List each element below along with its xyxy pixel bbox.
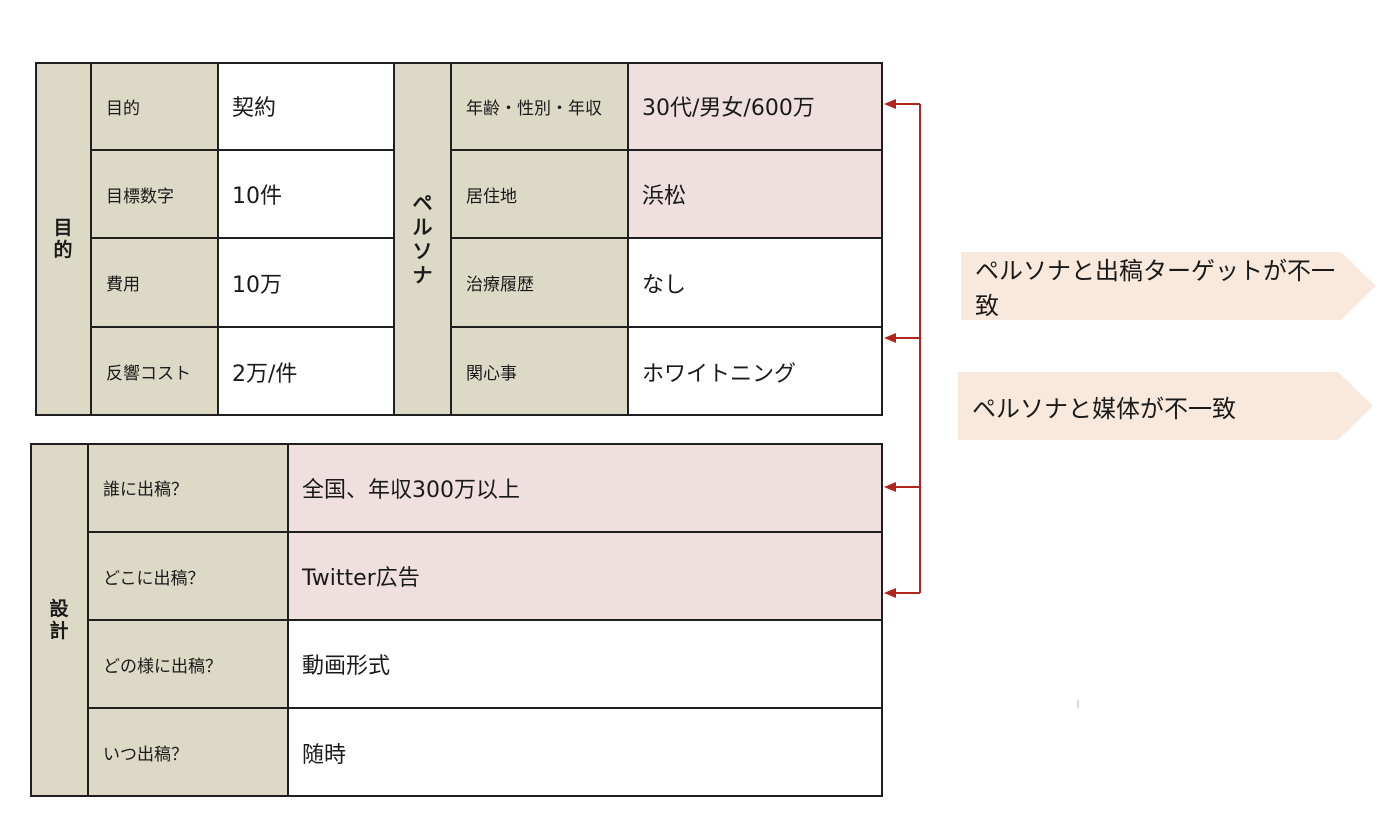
objective-section-label: 目的 (53, 217, 73, 261)
design-section-header: 設計 (30, 443, 88, 797)
grid-line (451, 149, 883, 151)
callout-shape-media-mismatch (958, 372, 1373, 440)
top-table: 目的 目的 目標数字 費用 反響コスト 契約 10件 10万 2万/件 ペルソナ… (35, 62, 883, 416)
design-value-when: 随時 (288, 708, 883, 797)
persona-value-treatment-history: なし (628, 238, 883, 327)
persona-label-interests: 関心事 (451, 327, 628, 416)
objective-label-cost: 費用 (91, 238, 218, 327)
grid-line (450, 62, 452, 416)
grid-line (88, 531, 883, 533)
objective-value-purpose: 契約 (218, 62, 394, 150)
design-value-where: Twitter広告 (288, 532, 883, 620)
persona-label-age-gender-income: 年齢・性別・年収 (451, 62, 628, 150)
design-label-where: どこに出稿？ (88, 532, 288, 620)
objective-value-target-number: 10件 (218, 150, 394, 238)
grid-line (90, 62, 92, 416)
objective-label-target-number: 目標数字 (91, 150, 218, 238)
objective-label-purpose: 目的 (91, 62, 218, 150)
grid-line (451, 237, 883, 239)
grid-line (91, 149, 394, 151)
grid-line (217, 62, 219, 416)
grid-line (88, 619, 883, 621)
persona-label-treatment-history: 治療履歴 (451, 238, 628, 327)
grid-line (91, 237, 394, 239)
design-label-who: 誰に出稿？ (88, 443, 288, 532)
persona-section-header: ペルソナ (394, 62, 451, 416)
grid-line (88, 707, 883, 709)
top-table-border (35, 62, 883, 416)
arrowhead-where (884, 588, 896, 598)
design-value-who: 全国、年収300万以上 (288, 443, 883, 532)
design-table-border (30, 443, 883, 797)
design-label-how: どの様に出稿？ (88, 620, 288, 708)
objective-value-cost: 10万 (218, 238, 394, 327)
grid-line (451, 326, 883, 328)
design-section-label: 設計 (49, 598, 69, 642)
persona-value-interests: ホワイトニング (628, 327, 883, 416)
grid-line (627, 62, 629, 416)
callout-media-mismatch: ペルソナと媒体が不一致 (972, 394, 1236, 423)
grid-line (91, 326, 394, 328)
arrowhead-age-gender-income (884, 99, 896, 109)
arrowhead-who (884, 482, 896, 492)
persona-value-residence: 浜松 (628, 150, 883, 238)
callout-target-mismatch: ペルソナと出稿ターゲットが不一致 (975, 257, 1335, 320)
design-label-when: いつ出稿？ (88, 708, 288, 797)
persona-value-age-gender-income: 30代/男女/600万 (628, 62, 883, 150)
persona-label-residence: 居住地 (451, 150, 628, 238)
grid-line (393, 62, 395, 416)
objective-value-response-cost: 2万/件 (218, 327, 394, 416)
callout-shape-target-mismatch (961, 252, 1376, 320)
persona-section-label: ペルソナ (412, 191, 433, 287)
objective-label-response-cost: 反響コスト (91, 327, 218, 416)
design-value-how: 動画形式 (288, 620, 883, 708)
design-table: 設計 誰に出稿？ どこに出稿？ どの様に出稿？ いつ出稿？ 全国、年収300万以… (30, 443, 883, 797)
arrowhead-residence (884, 333, 896, 343)
objective-section-header: 目的 (35, 62, 91, 416)
